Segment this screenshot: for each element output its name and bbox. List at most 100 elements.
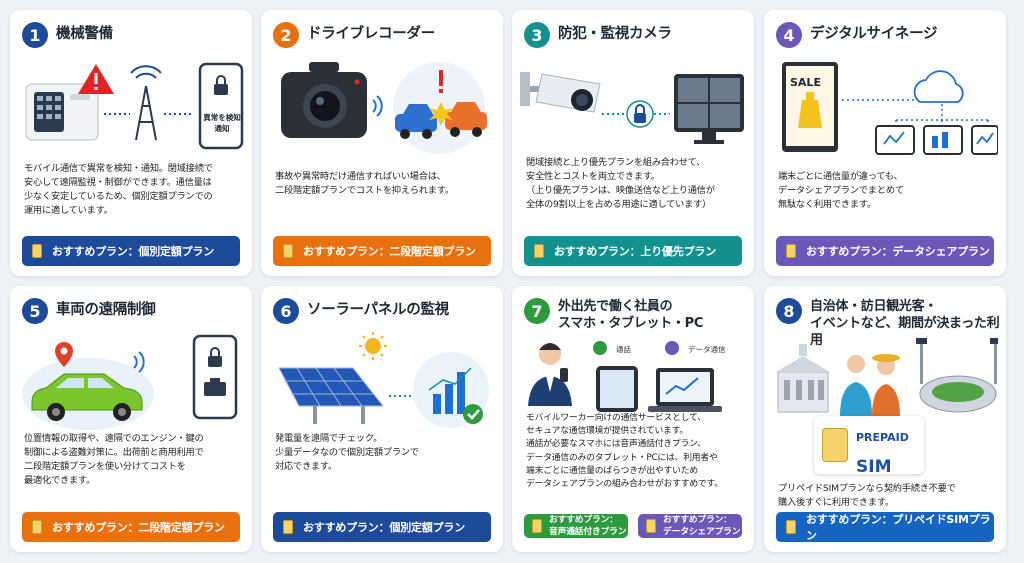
car-icon [31, 373, 143, 421]
check-icon [463, 404, 483, 424]
data-tag: データ通信 [688, 345, 726, 354]
laptop-icon [648, 368, 722, 412]
plan-label: おすすめプラン：個別定額プラン [52, 245, 214, 258]
prepaid-label: PREPAID [856, 430, 909, 444]
card-title: デジタルサイネージ [810, 26, 938, 42]
lock-icon [626, 100, 654, 128]
data-icon [665, 341, 679, 355]
card-mobile-workers: 7 外出先で働く社員の スマホ・タブレット・PC 通話 データ通信 モバイルワー… [512, 286, 754, 552]
signage-illustration [782, 62, 998, 155]
bar-chart-icon [428, 367, 472, 414]
phone-icon [593, 341, 607, 355]
plan-label: おすすめプラン：二段階定額プラン [52, 521, 225, 534]
stadium-icon [916, 338, 998, 413]
card-number: 1 [22, 22, 48, 48]
card-drive-recorder: 2 ドライブレコーダー 事故や異常時だけ通信すればいい場合は、 二段階定額プラン… [261, 10, 503, 276]
sim-icon [786, 520, 796, 534]
sim-label: SIM [856, 456, 892, 477]
card-number: 2 [273, 22, 299, 48]
recommended-plan-button[interactable]: おすすめプラン：二段階定額プラン [273, 236, 491, 266]
recommended-plan-button[interactable]: おすすめプラン：プリペイドSIMプラン [776, 512, 994, 542]
card-number: 8 [776, 298, 802, 324]
solar-illustration [278, 332, 489, 428]
mobile-worker-illustration [528, 341, 722, 412]
alarm-panel-icon [25, 83, 99, 141]
sim-icon [786, 244, 796, 258]
recommended-plan-button[interactable]: おすすめプラン：個別定額プラン [273, 512, 491, 542]
antenna-tower-icon [130, 65, 162, 141]
cloud-icon [913, 70, 964, 103]
city-hall-icon [776, 344, 830, 413]
tablet-icon [596, 366, 638, 412]
recommended-plan-button[interactable]: おすすめプラン：上り優先プラン [524, 236, 742, 266]
card-description: モバイル通信で異常を検知・通知。閉域接続で 安心して遠隔監視・制御ができます。通… [24, 163, 213, 216]
smartphone-control-icon [192, 334, 238, 420]
location-pin-icon [55, 342, 73, 367]
card-number: 3 [524, 22, 550, 48]
plan-label: おすすめプラン：二段階定額プラン [303, 245, 476, 258]
voice-plan-button[interactable]: おすすめプラン： 音声通話付きプラン [524, 514, 628, 538]
sim-icon [646, 519, 656, 533]
card-title: 車両の遠隔制御 [56, 302, 156, 318]
card-description: 発電量を遠隔でチェック。 少量データなので個別定額プランで 対応できます。 [275, 433, 419, 472]
sim-icon [283, 520, 293, 534]
businessman-icon [528, 343, 572, 406]
recommended-plan-button[interactable]: おすすめプラン：二段階定額プラン [22, 512, 240, 542]
card-title: 防犯・監視カメラ [558, 26, 672, 42]
plan-label: おすすめプラン：データシェアプラン [806, 245, 990, 258]
card-title: 外出先で働く社員の スマホ・タブレット・PC [558, 299, 704, 331]
plan-label: おすすめプラン：上り優先プラン [554, 245, 716, 258]
card-title: 機械警備 [56, 26, 113, 42]
signage-board-icon [782, 62, 838, 152]
prepaid-sim-card: PREPAID SIM [814, 416, 924, 477]
card-number: 7 [524, 298, 550, 324]
warning-icon [78, 64, 114, 94]
card-machine-security: 1 機械警備 異常を [10, 10, 252, 276]
card-description: 閉域接続と上り優先プランを組み合わせて、 安全性とコストを両立できます。 （上り… [526, 157, 715, 210]
plan-label: おすすめプラン：個別定額プラン [303, 521, 465, 534]
solar-panel-icon [278, 367, 385, 424]
card-number: 4 [776, 22, 802, 48]
security-illustration [25, 62, 244, 150]
sim-icon [32, 520, 42, 534]
card-limited-period-use: 8 自治体・訪日観光客・ イベントなど、期間が決まった利用 PREPAID SI… [764, 286, 1006, 552]
call-tag: 通話 [616, 345, 631, 354]
card-description: 端末ごとに通信量が違っても、 データシェアプランでまとめて 無駄なく利用できます… [778, 171, 904, 210]
sim-icon [32, 244, 42, 258]
recommended-plan-button[interactable]: おすすめプラン：個別定額プラン [22, 236, 240, 266]
card-number: 5 [22, 298, 48, 324]
card-description: プリペイドSIMプランなら契約手続き不要で 購入後すぐに利用できます。 [778, 483, 956, 508]
dashcam-illustration [281, 62, 487, 154]
plan-buttons: おすすめプラン： 音声通話付きプラン おすすめプラン： データシェアプラン [524, 508, 742, 544]
data-share-plan-button[interactable]: おすすめプラン： データシェアプラン [638, 514, 742, 538]
tourists-icon [840, 354, 900, 416]
recommended-plan-button[interactable]: おすすめプラン：データシェアプラン [776, 236, 994, 266]
cctv-camera-icon [520, 72, 601, 113]
sim-icon [532, 519, 542, 533]
card-title: 自治体・訪日観光客・ イベントなど、期間が決まった利用 [810, 299, 1000, 348]
sale-text: SALE [790, 76, 821, 89]
card-description: 位置情報の取得や、遠隔でのエンジン・鍵の 制御による盗難対策に。出荷前と商用利用… [24, 433, 204, 486]
card-description: 事故や異常時だけ通信すればいい場合は、 二段階定額プランでコストを抑えられます。 [275, 171, 454, 196]
card-vehicle-remote-control: 5 車両の遠隔制御 位置情報の取得や、遠隔でのエンジン・鍵の 制御による盗難対策… [10, 286, 252, 552]
sim-icon [534, 244, 544, 258]
card-security-camera: 3 防犯・監視カメラ 閉域接続と上り優先プランを組み合わせて、 安全性とコストを… [512, 10, 754, 276]
vehicle-illustration [22, 334, 238, 430]
device-label: 異常を検知 通知 [203, 113, 241, 133]
card-title: ドライブレコーダー [307, 26, 435, 42]
plan-label: おすすめプラン： 音声通話付きプラン [549, 515, 627, 537]
monitor-icon [674, 74, 744, 144]
car-crash-icon [395, 70, 487, 139]
tourism-illustration [776, 338, 998, 416]
dashcam-icon [281, 62, 367, 138]
smartphone-lock-icon [198, 62, 244, 150]
camera-illustration [520, 72, 744, 144]
plan-label: おすすめプラン： データシェアプラン [663, 515, 741, 537]
card-solar-panel-monitoring: 6 ソーラーパネルの監視 [261, 286, 503, 552]
card-number: 6 [273, 298, 299, 324]
plan-label: おすすめプラン：プリペイドSIMプラン [806, 513, 991, 542]
card-title: ソーラーパネルの監視 [307, 302, 449, 318]
sim-chip-icon [822, 428, 848, 462]
card-description: モバイルワーカー向けの通信サービスとして、 セキュアな通信環境が提供されています… [526, 413, 723, 490]
tablet-icons [875, 125, 998, 155]
